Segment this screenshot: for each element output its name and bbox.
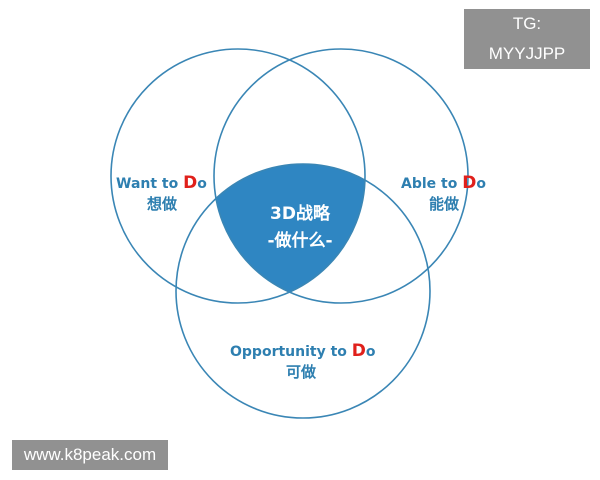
watermark-top: TG: MYYJJPP: [464, 9, 590, 69]
label-able-cn: 能做: [429, 195, 460, 213]
circle-opportunity: [175, 163, 431, 419]
watermark-bottom: www.k8peak.com: [12, 440, 168, 470]
label-want-en: Want to Do: [116, 173, 207, 193]
circle-want: [110, 48, 366, 304]
center-title: 3D战略: [270, 203, 331, 224]
label-able-en: Able to Do: [401, 173, 486, 193]
circle-able: [213, 48, 469, 304]
center-subtitle: -做什么-: [267, 230, 332, 251]
label-want-cn: 想做: [146, 195, 178, 213]
label-opportunity-cn: 可做: [286, 363, 317, 381]
label-opportunity-en: Opportunity to Do: [230, 341, 376, 361]
